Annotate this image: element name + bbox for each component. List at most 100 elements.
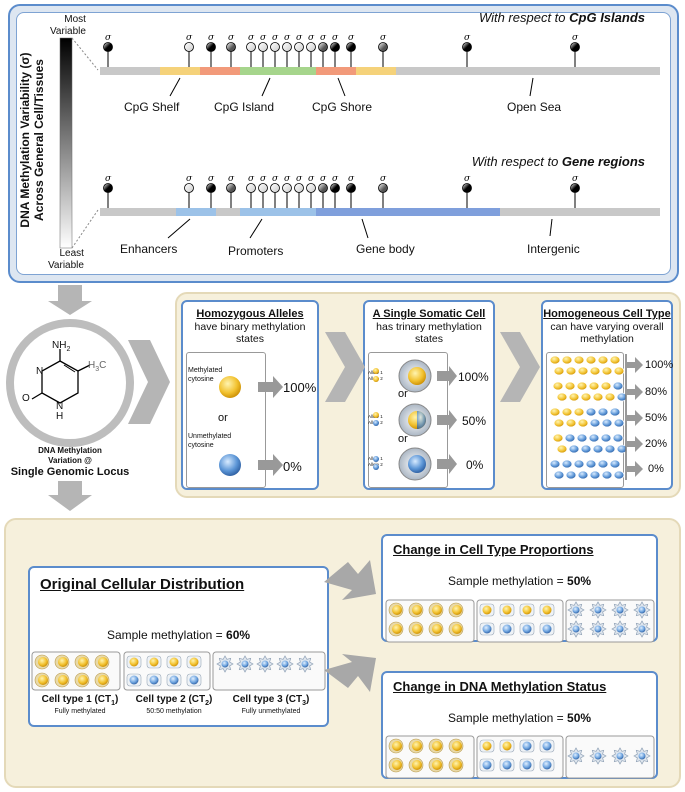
methylation-site-pin: σ [282, 174, 292, 208]
original-title: Original Cellular Distribution [40, 576, 245, 593]
sigma-label: σ [228, 33, 235, 43]
homog-cell [616, 444, 628, 454]
homog-cell [609, 407, 621, 417]
cpg-shore-right [316, 67, 356, 75]
cell-group [565, 735, 655, 779]
cell-methylated [94, 654, 110, 670]
methylation-site-pin: σ [246, 174, 256, 208]
cell-half [539, 622, 555, 636]
cell-unmethylated [567, 747, 585, 765]
original-box: Original Cellular Distribution Sample me… [28, 566, 329, 727]
somatic-cell-100 [373, 359, 432, 393]
sigma-label: σ [320, 174, 327, 184]
sigma-label: σ [464, 33, 471, 43]
homog-cell [597, 407, 609, 417]
cell-methylated [408, 757, 424, 773]
homog-cell [609, 459, 621, 469]
homog-cell [549, 407, 561, 417]
sigma-label: σ [332, 33, 339, 43]
homog-pct-20: 20% [645, 438, 668, 450]
arrow-enhancer [167, 218, 191, 239]
homog-cell [565, 366, 577, 376]
sigma-label: σ [572, 33, 579, 43]
cell-half [126, 655, 142, 669]
methylation-site-pin: σ [378, 174, 388, 208]
methylation-site-pin: σ [346, 33, 356, 67]
methylation-site-pin: σ [226, 33, 236, 67]
cell-methylated [94, 672, 110, 688]
cell-half [166, 673, 182, 687]
homog-cell [552, 433, 564, 443]
arrow-shore [337, 77, 346, 97]
status-sample: Sample methylation = 50% [447, 711, 592, 725]
down-arrow-top [48, 285, 92, 315]
cell-half [166, 655, 182, 669]
homog-cell [553, 418, 565, 428]
cell-half [539, 739, 555, 753]
homog-cell [612, 381, 624, 391]
alleles-inner [186, 352, 266, 488]
nh2-label: NH2 [52, 340, 71, 353]
sigma-label: σ [186, 33, 193, 43]
cpg-shelf-left [160, 67, 200, 75]
cell-half [519, 758, 535, 772]
sigma-label: σ [272, 174, 279, 184]
cpg-section-title: With respect to CpG Islands [478, 10, 645, 25]
homog-cell [601, 366, 613, 376]
ring-n-top: N [36, 366, 44, 377]
ring-o: O [22, 393, 30, 404]
alleles-or: or [218, 412, 228, 424]
cell-unmethylated [567, 620, 585, 638]
sigma-label: σ [248, 33, 255, 43]
homog-cell [564, 381, 576, 391]
cell-methylated [74, 654, 90, 670]
cell-methylated [448, 738, 464, 754]
sigma-label: σ [308, 33, 315, 43]
cpg-shelf-right [356, 67, 396, 75]
cell-methylated [428, 757, 444, 773]
alleles-subtitle: have binary methylation states [194, 321, 306, 345]
cell-group [212, 651, 326, 691]
cell-unmethylated [216, 655, 234, 673]
homog-cell [601, 470, 613, 480]
homog-cell [573, 355, 585, 365]
cell-unmethylated [236, 655, 254, 673]
arrow-somatic-100 [437, 366, 457, 386]
cell-half [479, 739, 495, 753]
proportions-sample: Sample methylation = 50% [447, 574, 592, 588]
sigma-label: σ [208, 174, 215, 184]
homog-cell [612, 433, 624, 443]
homog-cell [592, 444, 604, 454]
homog-cell [613, 366, 625, 376]
cell-methylated [34, 654, 50, 670]
sigma-label: σ [308, 174, 315, 184]
methylated-ball [219, 376, 241, 398]
methylation-site-pin: σ [462, 33, 472, 67]
cell-methylated [428, 621, 444, 637]
sigma-label: σ [272, 33, 279, 43]
arrow-promoter [249, 218, 263, 239]
cell-methylated [388, 602, 404, 618]
cell-unmethylated [611, 620, 629, 638]
cpg-shore-left [200, 67, 240, 75]
sigma-label: σ [228, 174, 235, 184]
homog-cell [616, 392, 628, 402]
homog-cell [600, 433, 612, 443]
ct2-desc: 50:50 methylation [146, 708, 202, 715]
unmethylated-label: Unmethylated cytosine [188, 433, 232, 449]
label-open-sea: Open Sea [507, 100, 562, 114]
homog-cell [549, 355, 561, 365]
sigma-label: σ [208, 33, 215, 43]
proportions-title: Change in Cell Type Proportions [393, 542, 594, 557]
distribution-graphics [31, 560, 655, 779]
label-intergenic: Intergenic [527, 242, 580, 256]
methylation-site-pin: σ [103, 33, 113, 67]
sigma-label: σ [260, 174, 267, 184]
methylation-site-pin: σ [184, 174, 194, 208]
locus-caption-big: Single Genomic Locus [10, 466, 130, 478]
methylation-site-pin: σ [206, 174, 216, 208]
alleles-pct-0: 0% [283, 459, 302, 474]
